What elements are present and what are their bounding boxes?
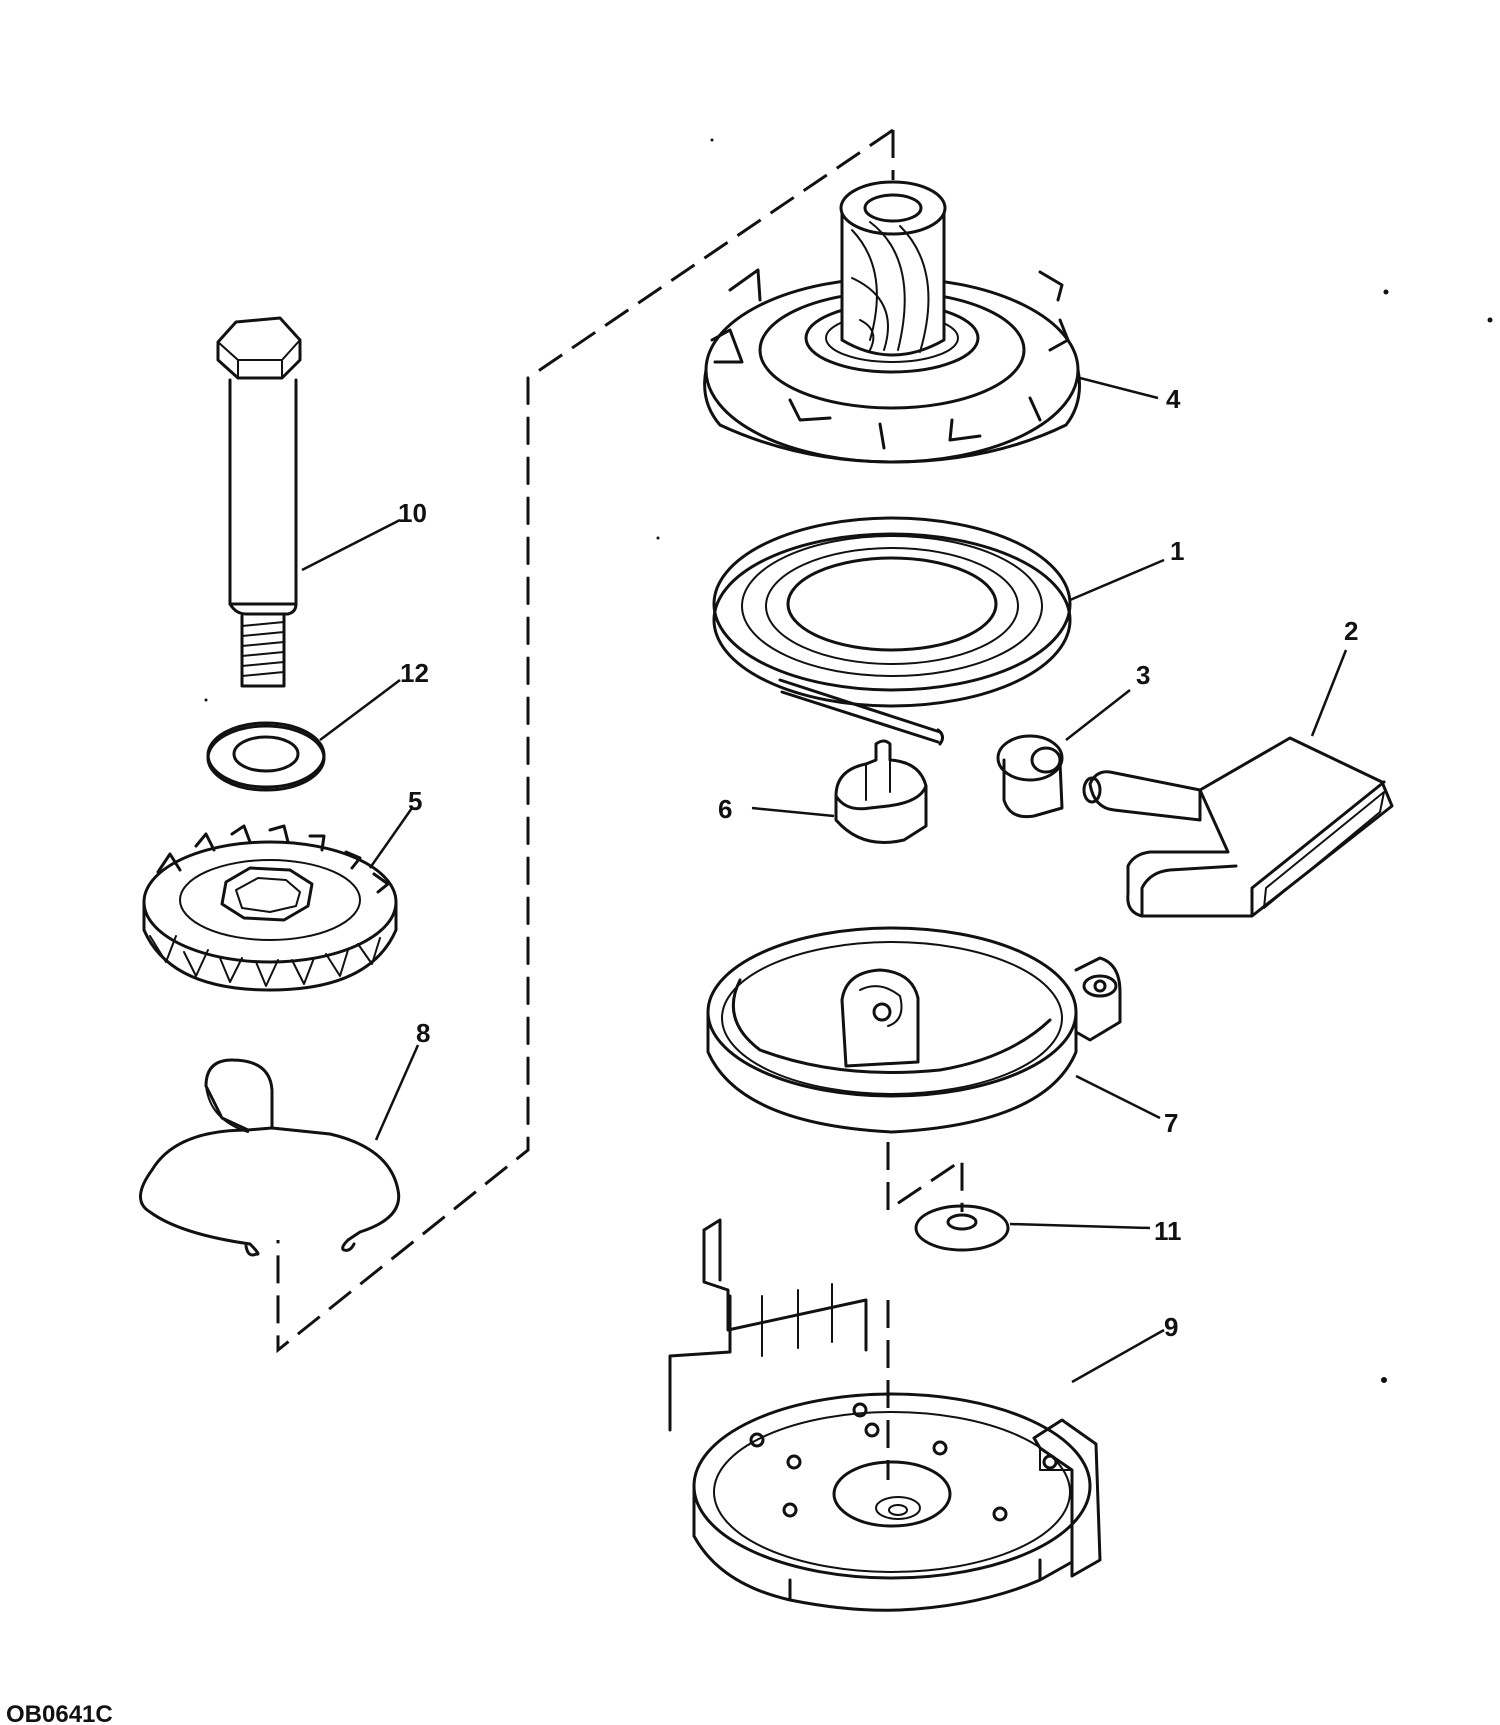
callout-12: 12 — [400, 658, 429, 688]
callout-11: 11 — [1154, 1216, 1182, 1246]
callout-7: 7 — [1164, 1108, 1178, 1138]
callout-6: 6 — [718, 794, 732, 824]
callout-1: 1 — [1170, 536, 1184, 566]
part-12-flat-washer — [206, 721, 326, 792]
callout-4: 4 — [1166, 384, 1181, 414]
drawing-code: OB0641C — [6, 1701, 113, 1725]
part-3-rope-bushing — [996, 734, 1064, 819]
part-6-pawl — [834, 739, 928, 844]
scan-specks — [204, 138, 1493, 1383]
callout-5: 5 — [408, 786, 422, 816]
part-5-starter-gear — [142, 824, 398, 992]
callout-8: 8 — [416, 1018, 430, 1048]
part-7-spring-housing — [706, 926, 1122, 1134]
callout-9: 9 — [1164, 1312, 1178, 1342]
callout-labels: 4 1 3 2 6 7 11 9 10 12 5 8 — [398, 384, 1358, 1342]
part-9-starter-housing — [668, 1218, 1102, 1612]
part-8-retaining-clip — [139, 1058, 401, 1257]
callout-10: 10 — [398, 498, 427, 528]
leader-lines — [301, 376, 1348, 1384]
part-10-shoulder-bolt — [216, 316, 302, 688]
callout-3: 3 — [1136, 660, 1150, 690]
part-4-pinion-rotor — [703, 180, 1081, 464]
callout-2: 2 — [1344, 616, 1358, 646]
part-11-washer — [914, 1204, 1010, 1252]
part-2-starter-handle — [1082, 736, 1394, 918]
assembly-center-lines — [276, 128, 964, 1480]
part-1-rope-coil — [712, 516, 1072, 746]
